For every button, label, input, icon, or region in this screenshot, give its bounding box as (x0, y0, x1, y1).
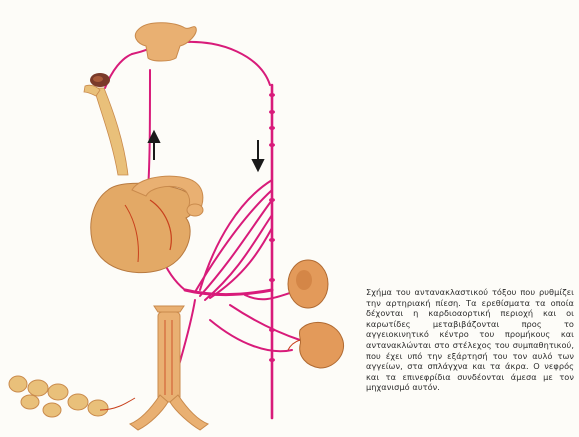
figure-caption: Σχήμα του αντανακλαστικού τόξου που ρυθμ… (366, 287, 574, 393)
carotid-sinus (90, 73, 110, 87)
carotid-artery (84, 85, 128, 175)
down-arrow-icon (253, 140, 263, 170)
kidney (288, 322, 344, 368)
adrenal-gland (288, 260, 328, 308)
medulla (135, 23, 196, 61)
heart (91, 176, 203, 272)
intestine (9, 376, 135, 417)
abdominal-vessels (130, 306, 208, 430)
